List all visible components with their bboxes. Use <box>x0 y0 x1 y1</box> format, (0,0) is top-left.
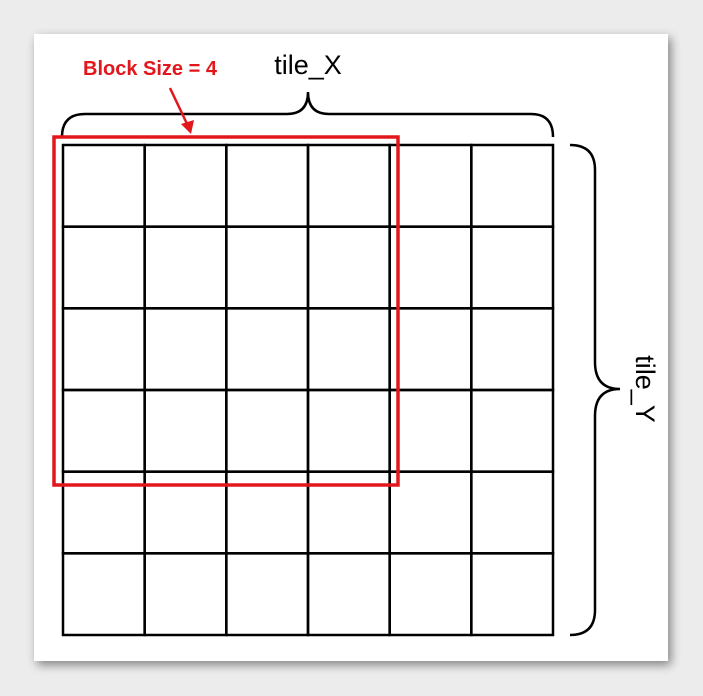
block-pointer-arrowhead <box>181 120 194 134</box>
figure-panel <box>34 34 668 661</box>
tile-y-label: tile_Y <box>630 355 660 423</box>
tile-grid <box>61 143 555 637</box>
tile-x-brace <box>60 91 555 138</box>
tile-y-brace <box>569 143 621 637</box>
grid-cell <box>470 552 555 637</box>
tile-x-label: tile_X <box>274 50 342 80</box>
block-outline <box>52 135 400 487</box>
block-size-label: Block Size = 4 <box>83 58 218 80</box>
block-pointer-arrow-shaft <box>168 87 190 127</box>
